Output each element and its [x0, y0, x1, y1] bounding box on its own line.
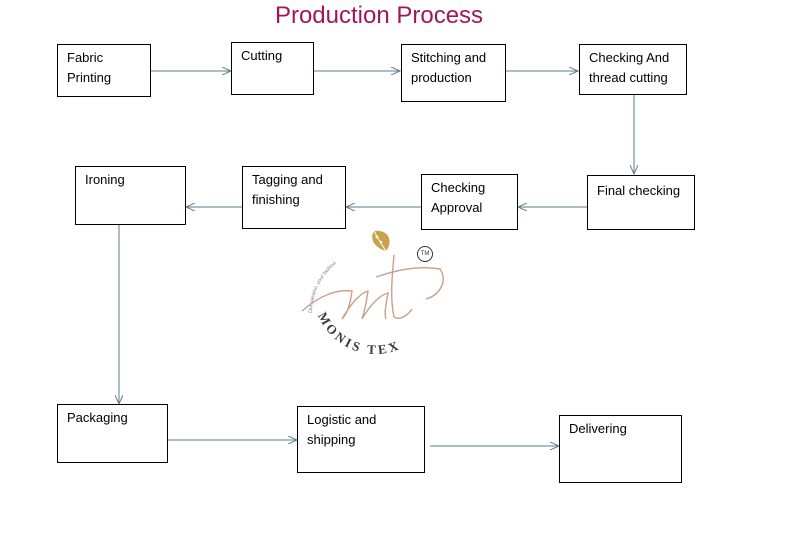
step-cutting: Cutting — [231, 42, 314, 95]
page-title: Production Process — [274, 2, 484, 29]
step-tagging-and-finishing: Tagging and finishing — [242, 166, 346, 229]
step-final-checking: Final checking — [587, 175, 695, 230]
step-ironing: Ironing — [75, 166, 186, 225]
monogram-icon — [301, 254, 444, 320]
step-fabric-printing: Fabric Printing — [57, 44, 151, 97]
step-packaging: Packaging — [57, 404, 168, 463]
leaf-icon — [372, 230, 390, 252]
step-delivering: Delivering — [559, 415, 682, 483]
brand-logo: Our passion, your fashion MONIS TEX — [290, 225, 460, 365]
logo-brand-text: MONIS TEX — [315, 309, 403, 357]
trademark-badge: TM — [417, 246, 433, 262]
step-checking-approval: Checking Approval — [421, 174, 518, 230]
step-checking-and-thread-cutting: Checking And thread cutting — [579, 44, 687, 95]
step-stitching-and-production: Stitching and production — [401, 44, 506, 102]
step-logistic-and-shipping: Logistic and shipping — [297, 406, 425, 473]
logo-tagline: Our passion, your fashion — [308, 260, 338, 313]
